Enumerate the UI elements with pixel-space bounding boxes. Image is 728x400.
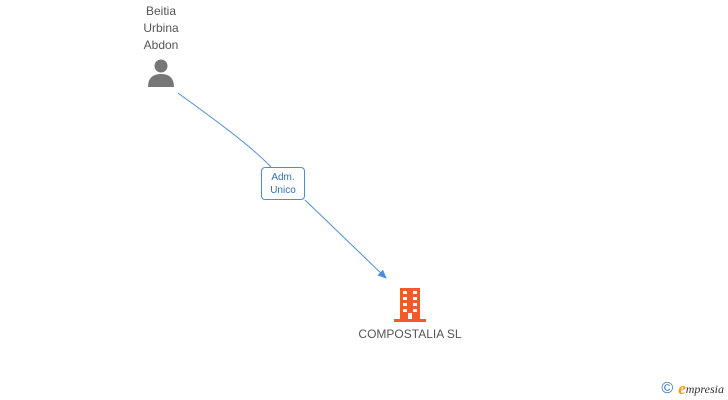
building-icon[interactable]: [394, 288, 426, 322]
company-name[interactable]: COMPOSTALIA SL: [358, 327, 462, 341]
brand-initial: e: [678, 379, 686, 398]
role-line-1: Adm.: [271, 172, 295, 183]
person-name-line-3: Abdon: [143, 38, 179, 52]
edge-role-to-company: [304, 199, 387, 279]
edge-person-to-role: [177, 92, 272, 168]
role-line-2: Unico: [270, 185, 296, 196]
person-name-line-1: Beitia: [145, 4, 177, 18]
brand-logo: © e mpresia: [661, 379, 724, 398]
copyright-icon: ©: [661, 380, 674, 397]
person-name-line-2: Urbina: [143, 21, 179, 35]
brand-name: mpresia: [685, 382, 724, 396]
role-badge[interactable]: Adm. Unico: [261, 167, 305, 200]
person-icon[interactable]: [146, 58, 176, 88]
person-name[interactable]: Beitia Urbina Abdon: [111, 3, 211, 54]
